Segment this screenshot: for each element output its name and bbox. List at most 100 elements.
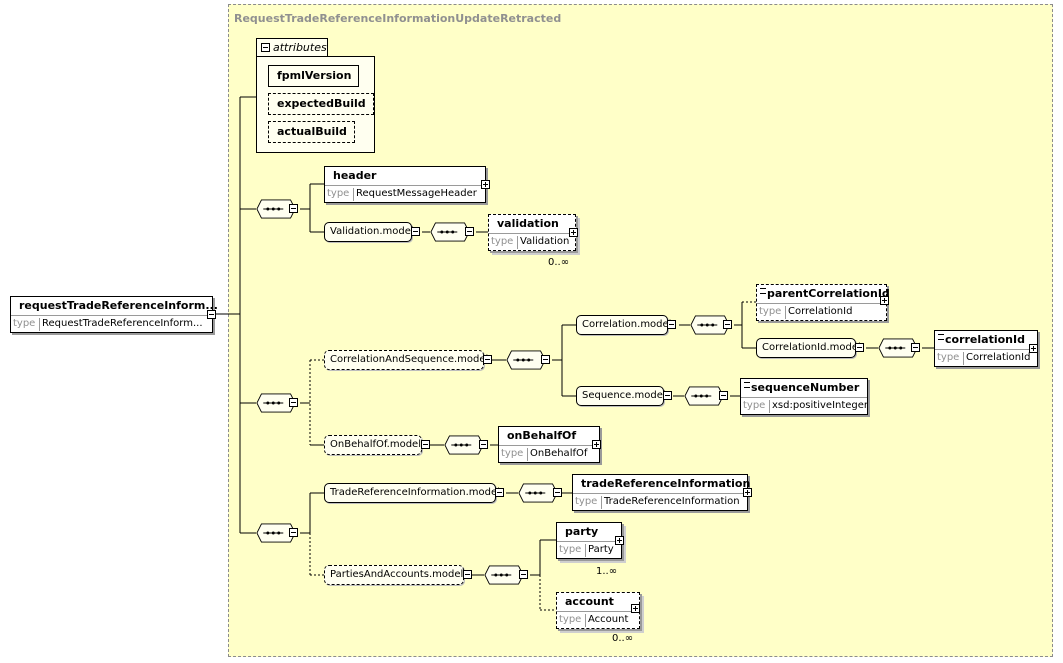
expand-icon[interactable] — [631, 604, 640, 613]
group-sequence-model[interactable]: Sequence.model — [576, 386, 666, 406]
sequence-icon[interactable] — [256, 198, 296, 220]
root-element-type-row: type RequestTradeReferenceInform... — [11, 315, 212, 332]
element-party-name: party — [565, 525, 599, 538]
attribute-actualbuild[interactable]: actualBuild — [268, 121, 355, 143]
element-tradereferenceinformation-name: tradeReferenceInformation — [581, 477, 751, 490]
sequence-icon[interactable] — [256, 392, 296, 414]
sequence-icon[interactable] — [256, 522, 296, 544]
element-header-type-row: type RequestMessageHeader — [325, 185, 485, 202]
collapse-icon[interactable] — [723, 320, 732, 329]
element-header-type: RequestMessageHeader — [356, 188, 477, 199]
collapse-icon[interactable] — [663, 391, 672, 400]
type-keyword: type — [559, 544, 586, 557]
collapse-icon[interactable] — [463, 570, 472, 579]
element-parentcorrelationid-name: parentCorrelationId — [767, 287, 890, 300]
sequence-icon[interactable] — [878, 337, 918, 359]
element-validation[interactable]: validation type Validation — [488, 214, 576, 251]
cardinality-label: 0..∞ — [548, 257, 570, 268]
type-keyword: type — [759, 306, 786, 319]
sequence-icon[interactable] — [518, 482, 558, 504]
element-account-type: Account — [588, 614, 629, 625]
attribute-expectedbuild[interactable]: expectedBuild — [268, 93, 374, 115]
element-parentcorrelationid[interactable]: parentCorrelationId type CorrelationId — [756, 284, 890, 321]
collapse-icon[interactable] — [519, 570, 528, 579]
collapse-icon[interactable] — [667, 320, 676, 329]
element-party[interactable]: party type Party — [556, 522, 622, 559]
type-keyword: type — [937, 352, 964, 365]
cardinality-label: 1..∞ — [596, 566, 618, 577]
attribute-fpmlversion[interactable]: fpmlVersion — [268, 65, 360, 87]
element-sequencenumber-type-row: type xsd:positiveInteger — [741, 397, 869, 414]
sequence-icon[interactable] — [444, 434, 484, 456]
cardinality-label: 0..∞ — [612, 633, 634, 644]
collapse-icon[interactable] — [911, 343, 920, 352]
type-keyword: type — [13, 318, 40, 331]
collapse-icon[interactable] — [207, 310, 216, 319]
collapse-icon[interactable] — [465, 227, 474, 236]
expand-icon[interactable] — [880, 296, 889, 305]
collapse-icon[interactable] — [855, 343, 864, 352]
group-correlation-model[interactable]: Correlation.model — [576, 315, 671, 335]
collapse-icon[interactable] — [289, 398, 298, 407]
group-correlation-and-sequence-model[interactable]: CorrelationAndSequence.model — [324, 350, 488, 370]
element-tradereferenceinformation-type: TradeReferenceInformation — [604, 496, 740, 507]
type-keyword: type — [491, 236, 518, 249]
element-onbehalfof[interactable]: onBehalfOf type OnBehalfOf — [498, 426, 600, 463]
element-correlationid-type: CorrelationId — [966, 352, 1031, 363]
element-correlationid[interactable]: correlationId type CorrelationId — [934, 330, 1038, 367]
sequence-icon[interactable] — [684, 385, 724, 407]
expand-icon[interactable] — [743, 488, 752, 497]
root-element[interactable]: requestTradeReferenceInform... type Requ… — [10, 296, 218, 333]
element-account[interactable]: account type Account — [556, 592, 640, 629]
group-onbehalfof-model[interactable]: OnBehalfOf.model — [324, 435, 422, 455]
collapse-icon[interactable] — [289, 204, 298, 213]
element-party-type-row: type Party — [557, 541, 621, 558]
type-keyword: type — [743, 400, 770, 413]
collapse-icon[interactable] — [289, 528, 298, 537]
collapse-icon[interactable] — [495, 488, 504, 497]
group-tradereferenceinformation-model[interactable]: TradeReferenceInformation.model — [324, 483, 500, 503]
collapse-icon[interactable] — [479, 440, 488, 449]
root-element-name: requestTradeReferenceInform... — [19, 299, 218, 312]
group-validation-model[interactable]: Validation.model — [324, 222, 414, 242]
collapse-icon[interactable] — [553, 488, 562, 497]
element-header-name: header — [333, 169, 377, 182]
element-tradereferenceinformation[interactable]: tradeReferenceInformation type TradeRefe… — [572, 474, 751, 511]
element-party-type: Party — [588, 544, 614, 555]
element-parentcorrelationid-type: CorrelationId — [788, 306, 853, 317]
sequence-icon[interactable] — [506, 349, 546, 371]
root-element-type: RequestTradeReferenceInform... — [42, 318, 203, 329]
element-correlationid-type-row: type CorrelationId — [935, 349, 1037, 366]
expand-icon[interactable] — [569, 228, 578, 237]
element-account-name: account — [565, 595, 614, 608]
group-correlationid-model[interactable]: CorrelationId.model — [756, 338, 861, 358]
group-partiesandaccounts-model[interactable]: PartiesAndAccounts.model — [324, 565, 464, 585]
element-sequencenumber[interactable]: sequenceNumber type xsd:positiveInteger — [740, 378, 868, 415]
element-onbehalfof-type: OnBehalfOf — [530, 448, 588, 459]
sequence-icon[interactable] — [484, 564, 524, 586]
type-keyword: type — [501, 448, 528, 461]
type-keyword: type — [327, 188, 354, 201]
expand-icon[interactable] — [615, 536, 624, 545]
type-keyword: type — [559, 614, 586, 627]
collapse-icon[interactable] — [483, 355, 492, 364]
documentation-icon — [938, 334, 944, 340]
sequence-icon[interactable] — [430, 221, 470, 243]
element-onbehalfof-type-row: type OnBehalfOf — [499, 445, 599, 462]
sequence-icon[interactable] — [690, 314, 730, 336]
element-header[interactable]: header type RequestMessageHeader — [324, 166, 486, 203]
expand-icon[interactable] — [592, 440, 601, 449]
expand-icon[interactable] — [481, 180, 490, 189]
collapse-icon[interactable] — [541, 355, 550, 364]
expand-icon[interactable] — [1029, 344, 1038, 353]
element-validation-type: Validation — [520, 236, 570, 247]
element-sequencenumber-type: xsd:positiveInteger — [772, 400, 869, 411]
collapse-icon[interactable] — [411, 227, 420, 236]
collapse-icon[interactable] — [421, 440, 430, 449]
element-parentcorrelationid-type-row: type CorrelationId — [757, 303, 886, 320]
collapse-icon[interactable] — [719, 391, 728, 400]
attributes-tab[interactable]: attributes — [256, 38, 328, 56]
collapse-icon[interactable] — [261, 43, 270, 52]
